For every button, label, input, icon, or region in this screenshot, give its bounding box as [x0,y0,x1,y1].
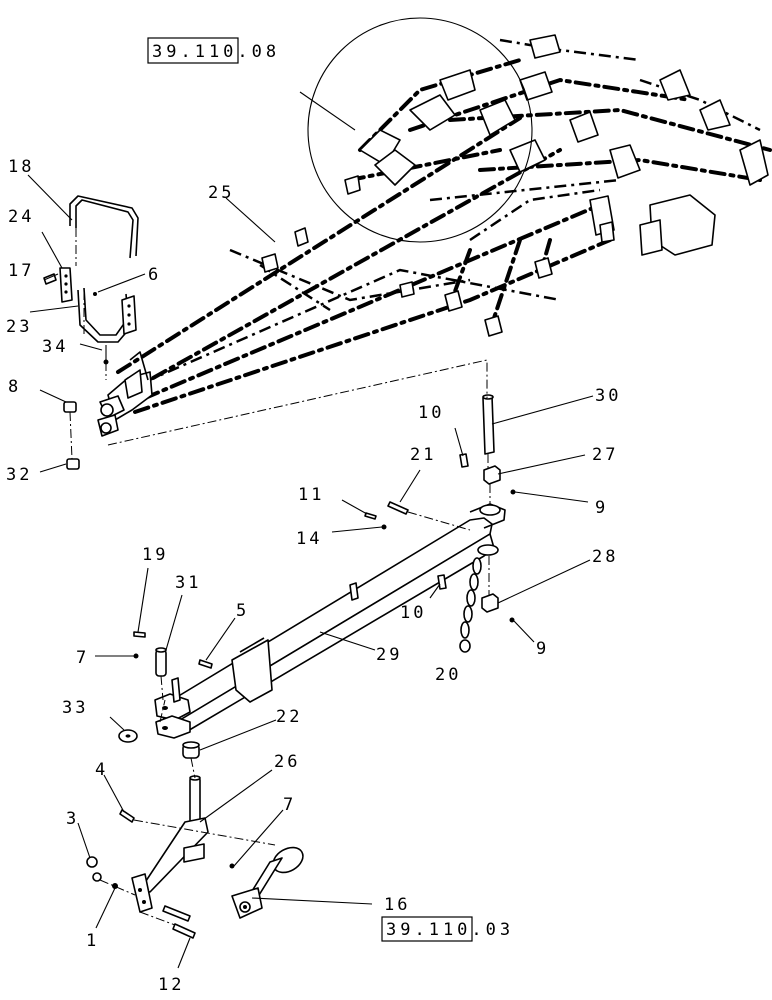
callout-31: 31 [175,573,201,593]
part-8-bushing [63,401,77,413]
part-34-bolt [103,345,109,365]
part-24-plate [59,267,73,303]
part-19-pin [133,631,146,638]
part-22-spacer [182,741,200,759]
callout-7-lower: 7 [283,795,296,815]
callout-8: 8 [8,377,21,397]
callout-3: 3 [66,809,79,829]
part-10-pin-lower [437,574,447,590]
part-14-ring [381,524,387,530]
part-9-pin-lower [509,617,515,623]
callout-27: 27 [592,445,618,465]
part-5-pin [198,659,213,669]
callout-19: 19 [142,545,168,565]
callout-21: 21 [410,445,436,465]
callout-5: 5 [236,601,249,621]
reference-box-top [147,37,239,64]
part-6-pin [93,292,97,296]
reference-box-bottom [381,916,473,942]
callout-14: 14 [296,529,322,549]
part-31-bushing [155,647,167,677]
callout-26: 26 [274,752,300,772]
callout-17: 17 [8,261,34,281]
callout-7-upper: 7 [76,648,89,668]
part-20-chain [459,557,482,653]
callout-16: 16 [384,895,410,915]
callout-1: 1 [86,931,99,951]
part-16-wheel-assembly [231,846,304,919]
part-28-collar [481,593,499,613]
part-3-nut-second [92,872,102,882]
part-32-nut [66,458,80,470]
part-12-bolts [162,905,196,939]
callout-10-lower: 10 [400,603,426,623]
frame-brackets [261,34,769,337]
part-29-tongue [154,503,506,739]
part-7-pin-upper [133,653,139,659]
part-23-u-bracket [77,287,137,343]
callout-10-upper: 10 [418,403,444,423]
callout-28: 28 [592,547,618,567]
callout-22: 22 [276,707,302,727]
part-4-pin [119,809,135,823]
part-11-pin [364,512,377,520]
callout-6: 6 [148,265,161,285]
callout-29: 29 [376,645,402,665]
callout-12: 12 [158,975,184,995]
detail-circle [307,17,533,243]
callout-32: 32 [6,465,32,485]
callout-11: 11 [298,485,324,505]
part-26-stand [131,775,209,913]
reference-text-bottom[interactable]: 39.110.03 [386,920,514,940]
part-33-washer [118,729,138,743]
callout-20: 20 [435,665,461,685]
callout-4: 4 [95,760,108,780]
assembly-centerlines [69,228,491,926]
part-7-pin-lower [229,863,235,869]
part-27-collar [483,465,501,485]
callout-23: 23 [6,317,32,337]
reference-text-top[interactable]: 39.110.08 [152,42,280,62]
callout-labels: 1 3 4 5 6 7 7 8 9 9 10 10 11 12 14 16 17… [6,157,621,995]
part-10-pin-upper [459,453,469,468]
callout-24: 24 [8,207,34,227]
callout-9-upper: 9 [595,498,608,518]
callout-34: 34 [42,337,68,357]
part-30-jack-stand [482,394,495,455]
leader-lines [27,91,594,969]
callout-30: 30 [595,386,621,406]
part-18-jack-handle [69,195,139,259]
part-21-pin [387,501,409,515]
callout-25: 25 [208,183,234,203]
callout-33: 33 [62,698,88,718]
part-9-pin-upper [510,489,516,495]
callout-9-lower: 9 [536,639,549,659]
part-3-nut [86,856,98,868]
front-hitch-clevis [97,351,153,437]
callout-18: 18 [8,157,34,177]
